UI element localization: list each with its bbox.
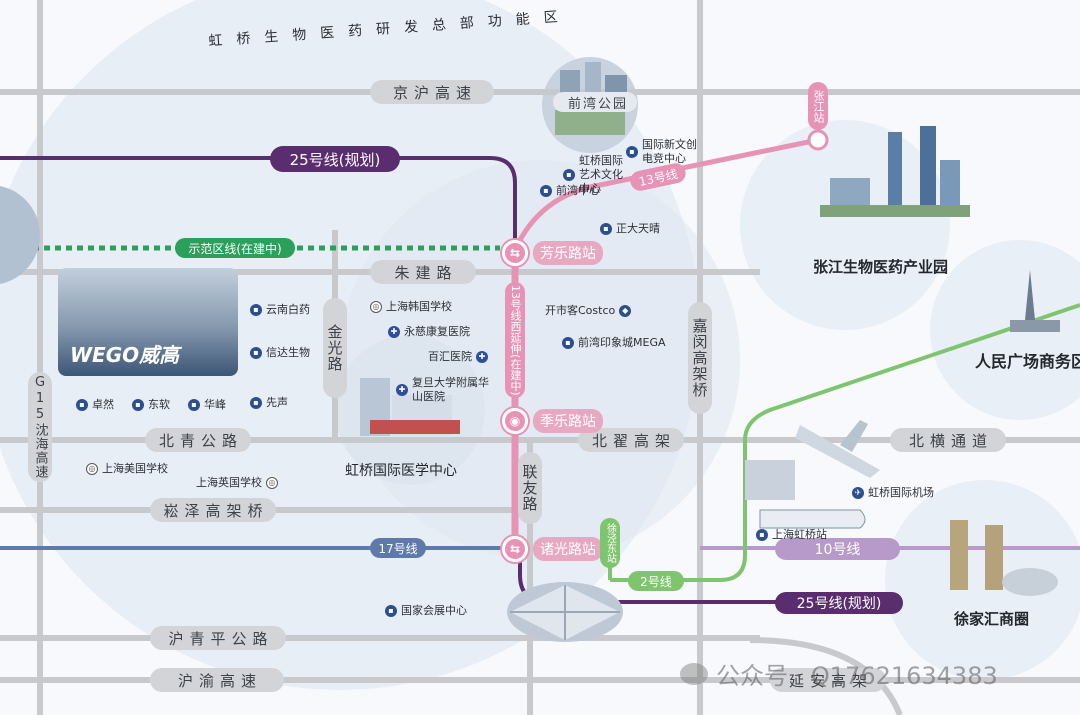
poi-baihui: 百汇医院✚ [428, 350, 488, 364]
exhibition-center-graphic [507, 582, 623, 642]
building-icon: ▪ [540, 185, 552, 197]
building-icon: ▪ [76, 399, 88, 411]
xujiahui-circle [885, 480, 1080, 680]
road-yanan: 延安高架 [770, 668, 886, 692]
building-icon: ▪ [626, 146, 638, 158]
road-jinghu: 京沪高速 [370, 80, 494, 104]
line25-track [0, 156, 517, 250]
wego-campus-photo: WEGO威高 [58, 268, 238, 376]
hospital-graphic [360, 378, 460, 436]
wego-logo: WEGO威高 [70, 343, 180, 367]
station-fangle: ⇆ 芳乐路站 [502, 240, 603, 266]
poi-hongqiao-art: ▪虹桥国际艺术文化中心 [563, 154, 623, 196]
station-jile: ◉ 季乐路站 [502, 408, 603, 434]
poi-zhengda: ▪正大天晴 [600, 222, 660, 236]
line10-label: 10号线 [775, 538, 900, 560]
poi-qianwan-mega: ▪前湾印象城MEGA [562, 336, 666, 350]
poi-qianwan-park: 前湾公园 [553, 92, 637, 112]
road-beidi: 北翟高架 [578, 428, 684, 452]
building-icon: ▪ [250, 397, 262, 409]
left-edge-photo [0, 186, 40, 284]
poi-hongqiao-station: ▪上海虹桥站 [756, 528, 827, 542]
road-g15: G15沈海高速 [28, 372, 52, 482]
poi-yongci: ✚永慈康复医院 [388, 325, 470, 339]
poi-costco: 开市客Costco◆ [545, 304, 632, 318]
road-jinguang: 金光路 [323, 298, 347, 398]
wechat-icon [680, 662, 708, 685]
poi-huafeng: ▪华峰 [188, 398, 226, 412]
road-huyu: 沪渝高速 [150, 668, 284, 692]
road-zhujian: 朱建路 [370, 260, 476, 284]
hospital-icon: ✚ [396, 384, 408, 396]
road-songze: 崧泽高架桥 [150, 498, 276, 522]
road-jiamin: 嘉闵高架桥 [688, 302, 712, 414]
line13-west-label: 13号线西延伸(在建中) [505, 282, 525, 398]
line25-label: 25号线(规划) [270, 146, 400, 172]
road-huqingping: 沪青平公路 [150, 626, 286, 650]
poi-dongruan: ▪东软 [132, 398, 170, 412]
poi-zhuoran: ▪卓然 [76, 398, 114, 412]
building-icon: ▪ [250, 347, 262, 359]
line2-label: 2号线 [628, 571, 684, 591]
school-icon: ◎ [370, 301, 382, 313]
area-peoples-square: 人民广场商务区 [975, 352, 1080, 371]
peoples-square-skyline [1010, 270, 1060, 332]
station-icon: ◉ [502, 408, 528, 434]
poi-guoji-xinwen: ▪国际新文创电竞中心 [626, 138, 702, 166]
demo-line-label: 示范区线(在建中) [175, 238, 295, 258]
shopping-cart-icon: ◆ [619, 305, 632, 317]
building-icon: ▪ [562, 337, 574, 349]
line17-label: 17号线 [370, 538, 426, 558]
zhangjiang-skyline [820, 126, 970, 217]
poi-qianwan-center: ▪前湾中心 [540, 184, 600, 198]
transfer-icon: ⇆ [502, 240, 528, 266]
poi-fudan-huashan: ✚复旦大学附属华山医院 [396, 376, 492, 404]
station-xujingdong: 徐泾东站 [600, 518, 620, 568]
line25-bottom-label: 25号线(规划) [775, 592, 903, 614]
poi-american-school: ◎上海美国学校 [86, 462, 168, 476]
xujiahui-skyline [950, 520, 1058, 596]
airport-icon: ✈ [852, 487, 864, 499]
school-icon: ◎ [86, 463, 98, 475]
poi-british-school: 上海英国学校◎ [196, 476, 278, 490]
poi-yunnan-baiyao: ▪云南白药 [250, 303, 310, 317]
hospital-icon: ✚ [388, 326, 400, 338]
hospital-icon: ✚ [476, 351, 488, 363]
road-lianyou: 联友路 [518, 452, 542, 524]
transfer-icon: ⇆ [502, 536, 528, 562]
poi-xinda: ▪信达生物 [250, 346, 310, 360]
area-xujiahui: 徐家汇商圈 [954, 610, 1030, 628]
building-icon: ▪ [563, 169, 575, 181]
building-icon: ▪ [385, 605, 397, 617]
area-medical-center: 虹桥国际医学中心 [345, 463, 457, 479]
building-icon: ▪ [132, 399, 144, 411]
poi-exhibition: ▪国家会展中心 [385, 604, 467, 618]
watermark: 公众号 · Q17621634383 [680, 656, 998, 691]
station-zhuguang: ⇆ 诸光路站 [502, 536, 603, 562]
area-zhangjiang-park: 张江生物医药产业园 [813, 258, 949, 276]
building-icon: ▪ [188, 399, 200, 411]
poi-xiansheng: ▪先声 [250, 396, 288, 410]
road-beiheng: 北横通道 [890, 428, 1006, 452]
building-icon: ▪ [250, 304, 262, 316]
poi-korean-school: ◎上海韩国学校 [370, 300, 452, 314]
airport-graphic [745, 420, 880, 529]
line13-track [512, 90, 821, 252]
station-zhangjiang: 张江站 [808, 82, 828, 130]
road-beiqing: 北青公路 [145, 428, 251, 452]
building-icon: ▪ [600, 223, 612, 235]
train-icon: ▪ [756, 529, 768, 541]
school-icon: ◎ [266, 477, 278, 489]
poi-hongqiao-airport: ✈虹桥国际机场 [852, 486, 934, 500]
